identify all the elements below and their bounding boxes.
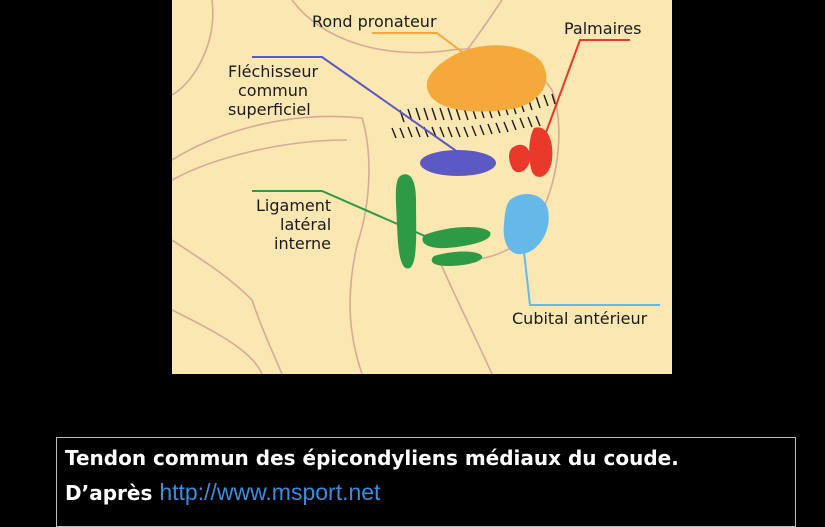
palmaires-shape-right: [529, 127, 553, 177]
caption-box: Tendon commun des épicondyliens médiaux …: [56, 437, 796, 527]
label-rond-pronateur: Rond pronateur: [312, 12, 437, 31]
label-flechisseur-line3: superficiel: [228, 100, 311, 119]
caption-source: D’après http://www.msport.net: [65, 478, 787, 507]
rond-pronateur-shape: [426, 45, 547, 112]
label-flechisseur: Fléchisseur commun superficiel: [228, 62, 348, 119]
label-ligament-line3: interne: [274, 234, 331, 253]
leader-ligament: [252, 190, 435, 241]
leader-cubital: [523, 251, 660, 306]
source-link[interactable]: http://www.msport.net: [159, 479, 381, 505]
label-flechisseur-line2: commun: [238, 81, 309, 100]
caption-source-prefix: D’après: [65, 481, 153, 505]
cubital-shape: [503, 194, 549, 255]
anatomy-figure: Rond pronateur Palmaires Fléchisseur com…: [172, 0, 672, 374]
ligament-shape-upper: [422, 226, 491, 249]
elbow-diagram: [172, 0, 660, 374]
leader-lines: [252, 32, 660, 306]
caption-title: Tendon commun des épicondyliens médiaux …: [65, 446, 679, 470]
flechisseur-shape: [420, 150, 496, 176]
palmaires-shape-left: [509, 144, 531, 173]
leader-flechisseur: [252, 56, 463, 156]
ligament-shape-lower: [431, 251, 483, 266]
label-ligament: Ligament latéral interne: [256, 196, 356, 253]
label-ligament-line2: latéral: [280, 215, 332, 234]
label-flechisseur-line1: Fléchisseur: [228, 62, 319, 81]
leader-rond-pronateur: [372, 32, 463, 53]
label-cubital: Cubital antérieur: [512, 309, 648, 328]
label-ligament-line1: Ligament: [256, 196, 332, 215]
label-palmaires: Palmaires: [564, 19, 642, 38]
leader-palmaires: [543, 39, 630, 139]
ligament-shape-vertical: [395, 174, 417, 269]
